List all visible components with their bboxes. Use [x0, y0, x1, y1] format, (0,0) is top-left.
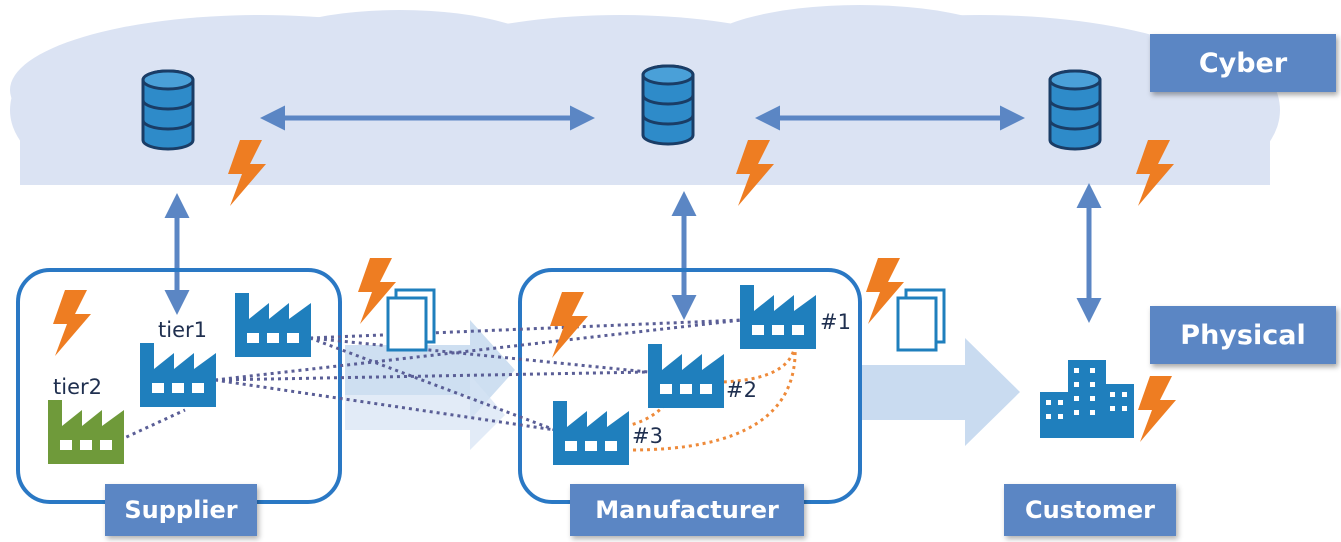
internal-links: [629, 344, 797, 452]
material-flow-arrow: [345, 375, 505, 450]
supplier-tier2-factory-icon: [48, 400, 124, 464]
supplier-database-icon: [141, 69, 195, 151]
product-flow-arrow: [862, 338, 1020, 446]
supplier-tier1-factory-icon: [140, 343, 216, 407]
lightning-icon: [1138, 376, 1176, 442]
cyber-layer-label: Cyber: [1150, 34, 1336, 92]
factory-2-label: #2: [726, 378, 757, 402]
lightning-icon: [53, 290, 91, 356]
manufacturer-factory-1-icon: [740, 285, 816, 349]
customer-database-icon: [1048, 69, 1102, 151]
supplier-label: Supplier: [105, 484, 257, 536]
manufacturer-factory-2-icon: [648, 344, 724, 408]
lightning-icon: [550, 292, 588, 358]
factory-3-label: #3: [632, 424, 663, 448]
manufacturer-factory-3-icon: [553, 401, 629, 465]
manufacturer-label: Manufacturer: [570, 484, 804, 536]
tier1-label: tier1: [158, 318, 207, 342]
physical-layer-label: Physical: [1150, 306, 1336, 364]
factory-1-label: #1: [820, 310, 851, 334]
supplier-tier1-factory-icon: [235, 293, 311, 357]
manufacturer-database-icon: [641, 64, 695, 146]
document-icon: [896, 288, 946, 352]
tier2-label: tier2: [53, 375, 102, 399]
supply-links: [119, 318, 743, 442]
customer-label: Customer: [1004, 484, 1176, 536]
document-icon: [386, 288, 436, 352]
customer-building-icon: [1040, 360, 1134, 438]
